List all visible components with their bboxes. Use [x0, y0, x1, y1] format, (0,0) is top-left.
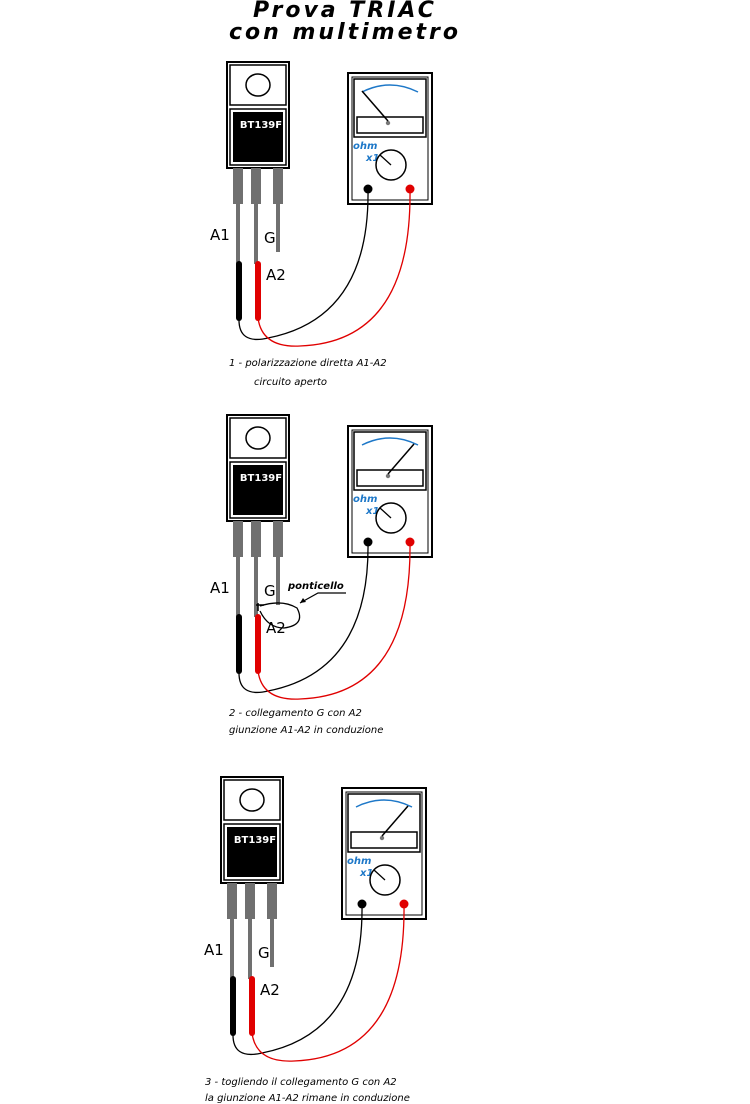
jumper-wire: [259, 602, 301, 629]
meter-pivot-plate: [350, 831, 418, 849]
triac-pins: [227, 883, 277, 979]
label-a2: A2: [266, 266, 286, 284]
label-a2: A2: [260, 981, 280, 999]
label-a1: A1: [204, 941, 224, 959]
mounting-hole: [245, 426, 271, 450]
multimeter-case-inner: [345, 791, 423, 916]
range-selector-pointer: [379, 507, 392, 519]
meter-scale: [361, 84, 419, 93]
label-a2: A2: [266, 619, 286, 637]
mounting-hole: [239, 788, 265, 812]
label-g: G: [264, 229, 276, 247]
pin-a2-lead: [248, 919, 252, 979]
red-test-lead: [257, 541, 411, 700]
label-a1: A1: [210, 226, 230, 244]
title-line-1: Prova TRIAC: [253, 0, 437, 23]
multimeter-case-inner: [351, 429, 429, 554]
range-selector-pointer: [379, 154, 392, 166]
pin-a1-lead: [236, 557, 240, 617]
pin-a1-lead: [236, 204, 240, 264]
jumper-arrow-head: [300, 598, 306, 603]
range-x1: x1: [365, 153, 379, 164]
pin-a1-base: [227, 883, 237, 919]
meter-needle: [381, 805, 409, 837]
jumper-label: ponticello: [287, 581, 344, 592]
triac-pins: [233, 168, 283, 264]
jumper-tip: [256, 603, 264, 611]
pin-a1-base: [233, 168, 243, 204]
chip: [227, 827, 277, 877]
triac-package: BT139F: [226, 61, 290, 169]
meter-pivot-plate: [356, 469, 424, 487]
chip-label: BT139F: [234, 835, 276, 846]
meter-needle: [387, 443, 415, 475]
pin-a2-base: [245, 883, 255, 919]
title-line-2: con multimetro: [229, 20, 461, 45]
pin-a2-lead: [254, 204, 258, 264]
pin-g-lead: [276, 557, 280, 605]
title: Prova TRIAC con multimetro: [0, 0, 690, 44]
meter-needle: [361, 90, 389, 122]
range-x1: x1: [365, 506, 379, 517]
meter-scale: [361, 437, 419, 446]
needle-pivot: [385, 473, 391, 479]
red-test-lead: [257, 188, 411, 347]
chip-label: BT139F: [240, 120, 282, 131]
label-g: G: [264, 582, 276, 600]
ohm-unit: ohm: [347, 856, 371, 867]
red-test-lead: [251, 903, 405, 1062]
caption-line-2: giunzione A1-A2 in conduzione: [229, 725, 383, 736]
black-test-lead: [232, 903, 363, 1056]
pin-a2-lead: [254, 557, 258, 617]
pin-g-base: [267, 883, 277, 919]
label-a1: A1: [210, 579, 230, 597]
triac-pins: [233, 521, 283, 617]
pin-g-lead: [270, 919, 274, 967]
triac-package: BT139F: [220, 776, 284, 884]
pin-a2-base: [251, 168, 261, 204]
pin-g-base: [273, 521, 283, 557]
needle-pivot: [379, 835, 385, 841]
black-test-lead: [238, 188, 369, 341]
pin-a1-base: [233, 521, 243, 557]
pin-a2-base: [251, 521, 261, 557]
pin-g-base: [273, 168, 283, 204]
caption-line-2: la giunzione A1-A2 rimane in conduzione: [205, 1093, 410, 1104]
pin-g-lead: [276, 204, 280, 252]
needle-pivot: [385, 120, 391, 126]
triac-package: BT139F: [226, 414, 290, 522]
black-test-lead: [238, 541, 369, 694]
ohm-unit: ohm: [353, 141, 377, 152]
triac-tab: [229, 417, 287, 459]
multimeter-case-inner: [351, 76, 429, 201]
meter-scale: [355, 799, 413, 808]
label-g: G: [258, 944, 270, 962]
jumper-arrow: [299, 592, 346, 604]
caption-line-1: 3 - togliendo il collegamento G con A2: [205, 1077, 397, 1088]
chip-label: BT139F: [240, 473, 282, 484]
range-selector-pointer: [373, 869, 386, 881]
caption-line-2: circuito aperto: [254, 377, 327, 388]
range-x1: x1: [359, 868, 373, 879]
mounting-hole: [245, 73, 271, 97]
chip: [233, 465, 283, 515]
ohm-unit: ohm: [353, 494, 377, 505]
caption-line-1: 1 - polarizzazione diretta A1-A2: [229, 358, 387, 369]
meter-pivot-plate: [356, 116, 424, 134]
chip: [233, 112, 283, 162]
pin-a1-lead: [230, 919, 234, 979]
caption-line-1: 2 - collegamento G con A2: [229, 708, 362, 719]
